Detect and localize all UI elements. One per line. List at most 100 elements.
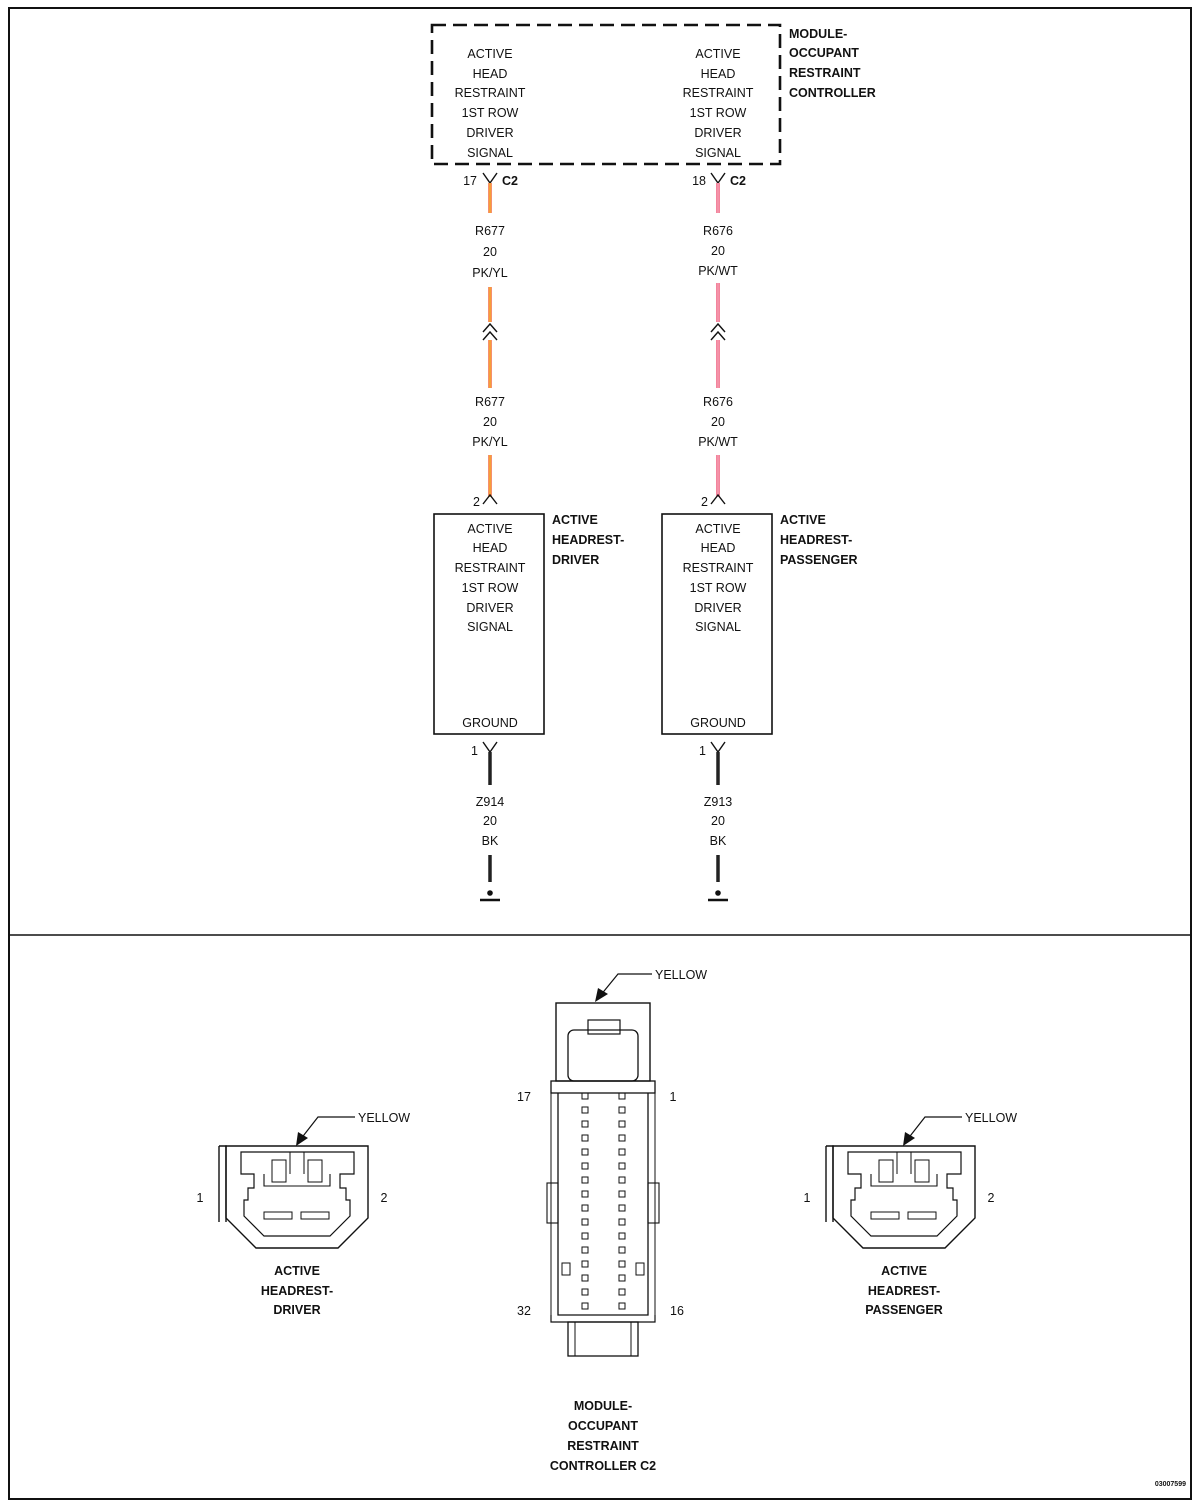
lock-tab-icon bbox=[647, 1182, 660, 1224]
svg-text:2: 2 bbox=[473, 495, 480, 509]
inline-connector-symbol bbox=[482, 322, 498, 341]
terminal-cavity bbox=[618, 1148, 626, 1156]
terminal-cavity bbox=[618, 1190, 626, 1198]
terminal-cavity bbox=[618, 1162, 626, 1170]
svg-text:PK/YL: PK/YL bbox=[472, 435, 507, 449]
connector-housing bbox=[550, 1315, 656, 1323]
terminal-cavity bbox=[618, 1092, 626, 1100]
svg-text:RESTRAINT: RESTRAINT bbox=[567, 1439, 639, 1453]
svg-text:MODULE-: MODULE- bbox=[574, 1399, 632, 1413]
svg-text:ACTIVE: ACTIVE bbox=[695, 47, 740, 61]
terminal-cavity bbox=[581, 1106, 589, 1114]
connector-housing bbox=[832, 1145, 976, 1249]
svg-text:DRIVER: DRIVER bbox=[694, 601, 741, 615]
terminal-cavity bbox=[581, 1204, 589, 1212]
terminal-cavity bbox=[618, 1260, 626, 1268]
svg-text:20: 20 bbox=[711, 244, 725, 258]
connector-housing bbox=[550, 1080, 656, 1094]
latch-icon bbox=[587, 1019, 621, 1035]
svg-text:PK/WT: PK/WT bbox=[698, 435, 738, 449]
svg-text:R677: R677 bbox=[475, 224, 505, 238]
svg-text:ACTIVE: ACTIVE bbox=[467, 522, 512, 536]
device-title-driver: ACTIVE HEADREST- DRIVER bbox=[552, 513, 624, 567]
svg-text:1: 1 bbox=[670, 1090, 677, 1104]
ground-icon bbox=[487, 890, 493, 896]
terminal-cavity bbox=[581, 1092, 589, 1100]
svg-text:HEAD: HEAD bbox=[473, 541, 508, 555]
connector-view-module-c2: YELLOW 17 1 32 16 MODULE- OCCUPANT RESTR… bbox=[517, 968, 707, 1473]
terminal-cavity-1 bbox=[870, 1211, 900, 1220]
svg-text:OCCUPANT: OCCUPANT bbox=[568, 1419, 638, 1433]
connector-housing bbox=[263, 1174, 331, 1187]
terminal-cavity bbox=[581, 1120, 589, 1128]
svg-text:2: 2 bbox=[381, 1191, 388, 1205]
terminal-cavity bbox=[618, 1274, 626, 1282]
svg-text:PASSENGER: PASSENGER bbox=[865, 1303, 943, 1317]
svg-text:MODULE-: MODULE- bbox=[789, 27, 847, 41]
svg-text:RESTRAINT: RESTRAINT bbox=[683, 86, 754, 100]
terminal-cavity bbox=[618, 1302, 626, 1310]
svg-text:ACTIVE: ACTIVE bbox=[881, 1264, 927, 1278]
svg-text:R677: R677 bbox=[475, 395, 505, 409]
svg-text:ACTIVE: ACTIVE bbox=[467, 47, 512, 61]
svg-text:DRIVER: DRIVER bbox=[466, 126, 513, 140]
svg-text:20: 20 bbox=[711, 814, 725, 828]
svg-text:C2: C2 bbox=[730, 174, 746, 188]
terminal-cavity bbox=[581, 1218, 589, 1226]
connector-housing bbox=[567, 1029, 639, 1082]
ground-pin-symbol bbox=[710, 741, 726, 754]
svg-text:1ST ROW: 1ST ROW bbox=[690, 106, 747, 120]
svg-text:RESTRAINT: RESTRAINT bbox=[455, 561, 526, 575]
terminal-cavity bbox=[618, 1246, 626, 1254]
svg-text:ACTIVE: ACTIVE bbox=[695, 522, 740, 536]
terminal-cavity bbox=[581, 1148, 589, 1156]
svg-text:SIGNAL: SIGNAL bbox=[467, 146, 513, 160]
ground-pin-symbol bbox=[482, 741, 498, 754]
svg-text:R676: R676 bbox=[703, 395, 733, 409]
terminal-cavity bbox=[618, 1218, 626, 1226]
module-occupant-restraint-controller-box bbox=[430, 23, 782, 166]
terminal-cavity bbox=[581, 1246, 589, 1254]
svg-text:SIGNAL: SIGNAL bbox=[467, 620, 513, 634]
svg-text:HEADREST-: HEADREST- bbox=[261, 1284, 333, 1298]
terminal-cavity bbox=[618, 1120, 626, 1128]
leader-arrow-icon bbox=[903, 1132, 915, 1146]
svg-text:YELLOW: YELLOW bbox=[358, 1111, 410, 1125]
svg-text:17: 17 bbox=[463, 174, 477, 188]
svg-text:20: 20 bbox=[483, 245, 497, 259]
svg-text:HEADREST-: HEADREST- bbox=[780, 533, 852, 547]
terminal-cavity-2 bbox=[907, 1211, 937, 1220]
terminal-cavity bbox=[618, 1232, 626, 1240]
leader-arrow-icon bbox=[595, 988, 608, 1002]
svg-text:RESTRAINT: RESTRAINT bbox=[683, 561, 754, 575]
svg-text:SIGNAL: SIGNAL bbox=[695, 620, 741, 634]
svg-text:ACTIVE: ACTIVE bbox=[780, 513, 826, 527]
circuit-driver: 17 C2 R677 20 PK/YL R677 20 PK/YL 2 ACTI… bbox=[433, 172, 624, 902]
lock-tab-icon bbox=[635, 1262, 645, 1276]
device-pin-symbol bbox=[482, 493, 498, 505]
svg-text:1ST ROW: 1ST ROW bbox=[690, 581, 747, 595]
svg-text:20: 20 bbox=[711, 415, 725, 429]
connector-housing bbox=[826, 1145, 834, 1222]
terminal-cavity bbox=[581, 1190, 589, 1198]
svg-text:20: 20 bbox=[483, 814, 497, 828]
svg-text:DRIVER: DRIVER bbox=[552, 553, 599, 567]
circuit-passenger: 18 C2 R676 20 PK/WT R676 20 PK/WT 2 ACTI… bbox=[661, 172, 858, 902]
svg-text:HEADREST-: HEADREST- bbox=[552, 533, 624, 547]
connector-view-driver: YELLOW 1 2 ACTIVE HEADREST- DRIVER bbox=[197, 1111, 411, 1317]
svg-text:PK/YL: PK/YL bbox=[472, 266, 507, 280]
svg-text:PK/WT: PK/WT bbox=[698, 264, 738, 278]
svg-text:17: 17 bbox=[517, 1090, 531, 1104]
svg-text:2: 2 bbox=[701, 495, 708, 509]
terminal-cavity bbox=[581, 1288, 589, 1296]
terminal-cavity bbox=[581, 1232, 589, 1240]
terminal-cavity bbox=[581, 1260, 589, 1268]
svg-text:ACTIVE: ACTIVE bbox=[552, 513, 598, 527]
module-title: MODULE- OCCUPANT RESTRAINT CONTROLLER bbox=[789, 27, 876, 100]
device-pin-symbol bbox=[710, 493, 726, 505]
terminal-cavity bbox=[581, 1176, 589, 1184]
leader-arrow-icon bbox=[296, 1132, 308, 1146]
leader-line bbox=[906, 1116, 962, 1141]
terminal-cavity bbox=[581, 1302, 589, 1310]
